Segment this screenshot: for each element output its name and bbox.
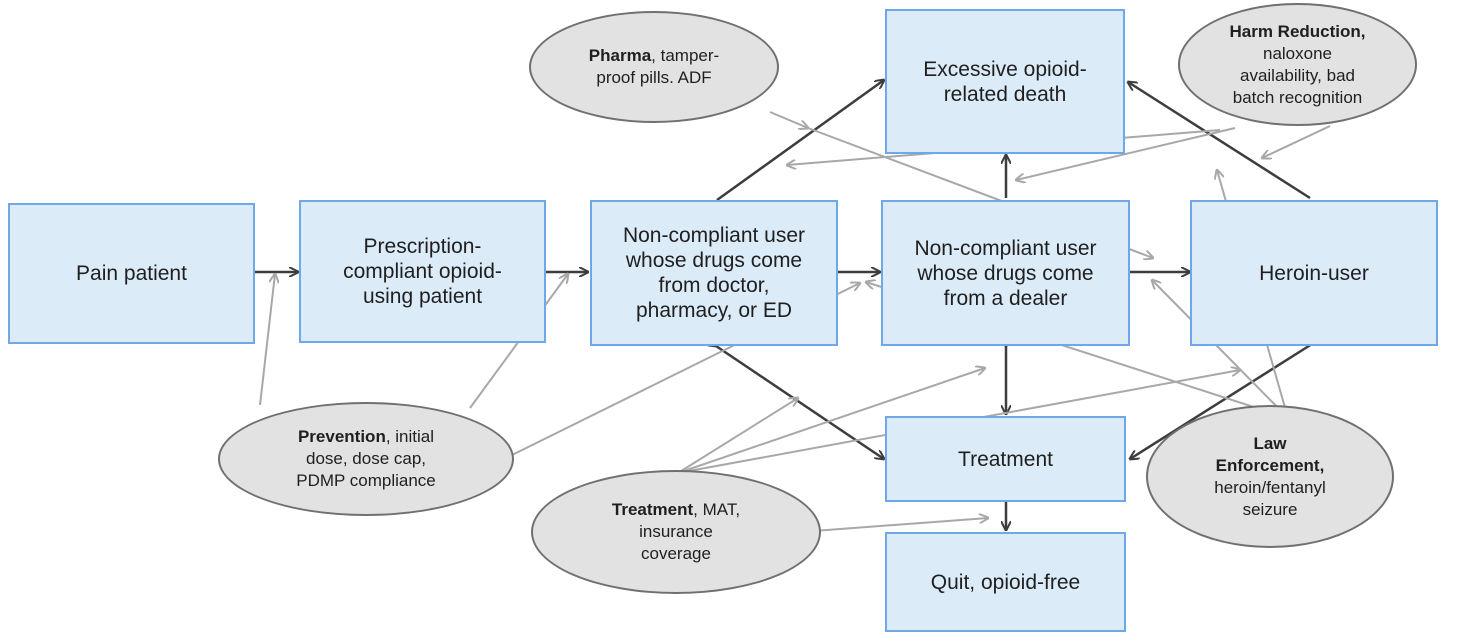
arrow-treatment-1 [677,398,798,474]
harm-reduction-text: Harm Reduction,naloxone availability, ba… [1229,21,1365,109]
excessive-death-box: Excessive opioid- related death [885,9,1125,154]
arrow-heroin-treatment-bidirectional [1130,344,1312,459]
noncompliant-dealer-label: Non-compliant user whose drugs come from… [914,236,1097,310]
excessive-death-label: Excessive opioid- related death [923,57,1087,106]
pharma-detail: , tamper- proof pills. ADF [596,46,720,87]
prevention-text: Prevention, initial dose, dose cap, PDMP… [296,426,436,492]
prevention-ellipse: Prevention, initial dose, dose cap, PDMP… [218,402,514,516]
harm-reduction-ellipse: Harm Reduction,naloxone availability, ba… [1178,3,1417,126]
pharma-ellipse: Pharma, tamper- proof pills. ADF [529,11,779,123]
noncompliant-doctor-label: Non-compliant user whose drugs come from… [622,224,806,322]
treatment-intervention-detail: , MAT, insurance coverage [639,500,741,563]
pharma-text: Pharma, tamper- proof pills. ADF [589,45,719,89]
pain-patient-label: Pain patient [76,262,187,285]
arrow-prevention-1 [259,274,275,406]
law-enforcement-text: Law Enforcement,heroin/fentanyl seizure [1214,433,1326,521]
treatment-label: Treatment [958,447,1053,471]
quit-label: Quit, opioid-free [930,570,1081,594]
treatment-intervention-ellipse: Treatment, MAT, insurance coverage [531,470,821,594]
heroin-user-label: Heroin-user [1259,261,1369,285]
prescription-compliant-box: Prescription- compliant opioid- using pa… [299,200,546,343]
arrow-doctor-to-death [716,80,884,202]
treatment-intervention-title: Treatment [611,500,694,519]
noncompliant-doctor-box: Non-compliant user whose drugs come from… [590,200,838,346]
law-enforcement-detail: heroin/fentanyl seizure [1214,477,1326,519]
flow-arrows [255,80,1312,530]
prevention-detail: , initial dose, dose cap, PDMP complianc… [296,427,436,490]
law-enforcement-title: Law Enforcement, [1215,433,1325,475]
prescription-compliant-label: Prescription- compliant opioid- using pa… [343,235,502,308]
arrow-treatment-2 [677,368,985,474]
arrow-law-2 [1152,280,1289,419]
heroin-user-box: Heroin-user [1190,200,1438,346]
arrow-heroin-to-death [1128,82,1311,200]
law-enforcement-ellipse: Law Enforcement,heroin/fentanyl seizure [1146,405,1394,548]
noncompliant-dealer-box: Non-compliant user whose drugs come from… [881,200,1130,346]
treatment-box: Treatment [885,416,1126,502]
harm-reduction-title: Harm Reduction, [1229,21,1366,41]
arrow-harm-3 [1262,125,1331,158]
pharma-title: Pharma [588,46,652,65]
arrow-doctor-treatment-bidirectional [716,346,884,459]
harm-reduction-detail: naloxone availability, bad batch recogni… [1232,43,1363,107]
pain-patient-box: Pain patient [8,203,255,344]
quit-box: Quit, opioid-free [885,532,1126,632]
prevention-title: Prevention [297,427,386,446]
arrow-pharma-1 [769,111,808,128]
treatment-intervention-text: Treatment, MAT, insurance coverage [612,499,740,565]
arrow-harm-2 [1016,127,1236,180]
